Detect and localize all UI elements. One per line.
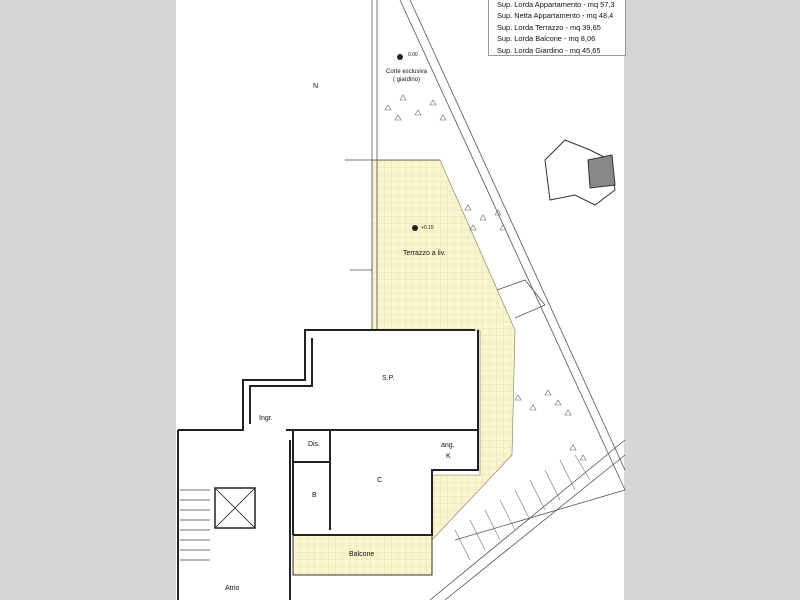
garden-level-marker-icon [397, 54, 403, 60]
room-ingr: Ingr. [259, 415, 273, 422]
room-sp: S.P. [382, 375, 394, 382]
terrace-level-marker-icon [412, 225, 418, 231]
garden-level: 0.00 [408, 52, 418, 58]
room-b: B [312, 492, 317, 499]
vegetation-symbols [384, 94, 587, 461]
legend-line: Sup. Lorda Appartamento - mq 57,3 [497, 0, 615, 9]
room-ang: ang. [441, 442, 455, 449]
legend-line: Sup. Lorda Giardino - mq 45,65 [497, 45, 601, 55]
legend-line: Sup. Lorda Balcone - mq 8,06 [497, 34, 596, 44]
legend-line: Sup. Netta Appartamento - mq 48,4 [497, 11, 614, 21]
elevator-cross [214, 487, 256, 529]
elevator-shaft [214, 487, 256, 529]
garden-label-1: Corte esclusiva [386, 69, 428, 75]
room-k: K [446, 453, 451, 460]
north-label: N [313, 83, 318, 90]
terrace-level: +0.15 [421, 225, 434, 231]
room-atrio: Atrio [225, 585, 240, 592]
neighbor-building [544, 139, 616, 206]
boundary-lines [345, 0, 626, 600]
terrace-label: Terrazzo a liv. [403, 250, 446, 257]
room-c: C [377, 477, 382, 484]
room-dis: Dis. [308, 441, 320, 448]
stair-hatching [454, 454, 591, 561]
area-legend: Sup. Lorda Appartamento - mq 57,3 Sup. N… [488, 0, 626, 56]
terrace-area [371, 159, 516, 541]
legend-line: Sup. Lorda Terrazzo - mq 39,65 [497, 22, 601, 32]
balcony-area [292, 534, 433, 576]
room-balcone: Balcone [349, 551, 374, 558]
walls [177, 329, 479, 600]
garden-label-2: ( giardino) [393, 77, 420, 83]
stairs [180, 489, 210, 561]
